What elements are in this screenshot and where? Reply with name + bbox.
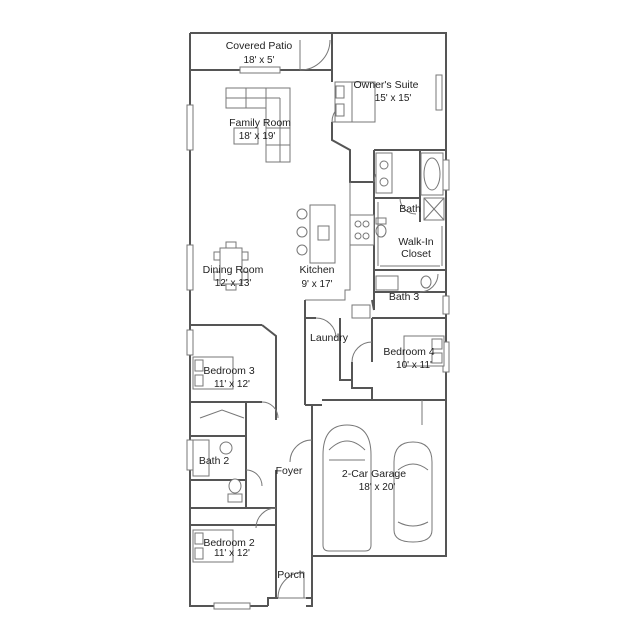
porch-name: Porch: [277, 569, 305, 581]
room-labels: Covered Patio 18' x 5' Owner's Suite 15'…: [199, 40, 435, 581]
door-closet: [399, 197, 417, 215]
foyer-name: Foyer: [276, 465, 303, 477]
door-bedroom2: [255, 507, 277, 529]
closet-bifold-icon: [199, 409, 245, 419]
bedroom2-bed-icon: [192, 529, 234, 563]
bedroom3-dims: 11' x 12': [214, 379, 250, 390]
window-suite: [435, 74, 443, 111]
sofa-icon: [225, 87, 291, 163]
shower-icon: [423, 197, 445, 221]
window-bath: [442, 159, 450, 191]
garage-dims: 18' x 20': [359, 482, 396, 493]
door-bath2: [245, 469, 263, 487]
car-icon: [393, 441, 433, 543]
van-icon: [322, 424, 372, 552]
kitchen-name: Kitchen: [299, 264, 334, 276]
window-patio: [239, 66, 281, 74]
dining-table-icon: [213, 241, 249, 291]
interior-walls: [190, 33, 446, 599]
window-bedroom3: [186, 329, 194, 356]
owners-suite-dims: 15' x 15': [375, 93, 412, 104]
window-dining: [186, 244, 194, 291]
walk-in-closet-name-line2: Closet: [401, 248, 431, 260]
garage-name: 2-Car Garage: [342, 468, 406, 480]
bath3-toilet-icon: [420, 275, 432, 289]
bedroom4-name: Bedroom 4: [383, 346, 435, 358]
bath3-name: Bath 3: [389, 291, 420, 303]
door-bedroom3: [261, 401, 279, 419]
window-bath2: [186, 439, 194, 471]
window-bath3: [442, 295, 450, 315]
door-front: [277, 571, 305, 599]
owners-suite-name: Owner's Suite: [353, 79, 418, 91]
washer-icon: [351, 304, 371, 319]
dining-room-dims: 12' x 13': [215, 278, 252, 289]
bath-name: Bath: [399, 203, 421, 215]
window-family: [186, 104, 194, 151]
door-patio: [299, 39, 331, 71]
walk-in-closet-name-line1: Walk-In: [398, 236, 433, 248]
bedroom3-name: Bedroom 3: [203, 365, 255, 377]
vanity-icon: [375, 152, 393, 194]
kitchen-dims: 9' x 17': [301, 279, 332, 290]
bath2-name: Bath 2: [199, 455, 230, 467]
bath2-toilet-icon: [227, 478, 243, 503]
door-bedroom4: [351, 341, 373, 363]
bath2-tub-icon: [192, 439, 210, 477]
bedroom2-dims: 11' x 12': [214, 548, 250, 559]
coffee-table-icon: [233, 127, 259, 145]
covered-patio-dims: 18' x 5': [243, 55, 274, 66]
kitchen-island-icon: [296, 204, 336, 264]
bath3-tub-icon: [375, 275, 399, 291]
kitchen-counter-icon: [349, 214, 375, 246]
bath2-sink-icon: [219, 441, 233, 455]
window-bedroom2: [213, 602, 251, 610]
windows: [186, 66, 450, 610]
dining-room-name: Dining Room: [203, 264, 264, 276]
bed-icon: [334, 81, 376, 123]
covered-patio-name: Covered Patio: [226, 40, 293, 52]
laundry-name: Laundry: [310, 332, 349, 344]
family-room-dims: 18' x 19': [239, 131, 276, 142]
tub-icon: [420, 152, 444, 196]
family-room-name: Family Room: [229, 117, 291, 129]
bedroom3-bed-icon: [192, 356, 234, 390]
bedroom4-dims: 10' x 11': [396, 360, 432, 371]
bedroom4-bed-icon: [403, 335, 445, 367]
door-garage: [289, 439, 313, 463]
furniture: [192, 81, 445, 563]
bedroom2-name: Bedroom 2: [203, 537, 255, 549]
door-bath3: [419, 273, 439, 293]
door-laundry: [315, 317, 337, 339]
